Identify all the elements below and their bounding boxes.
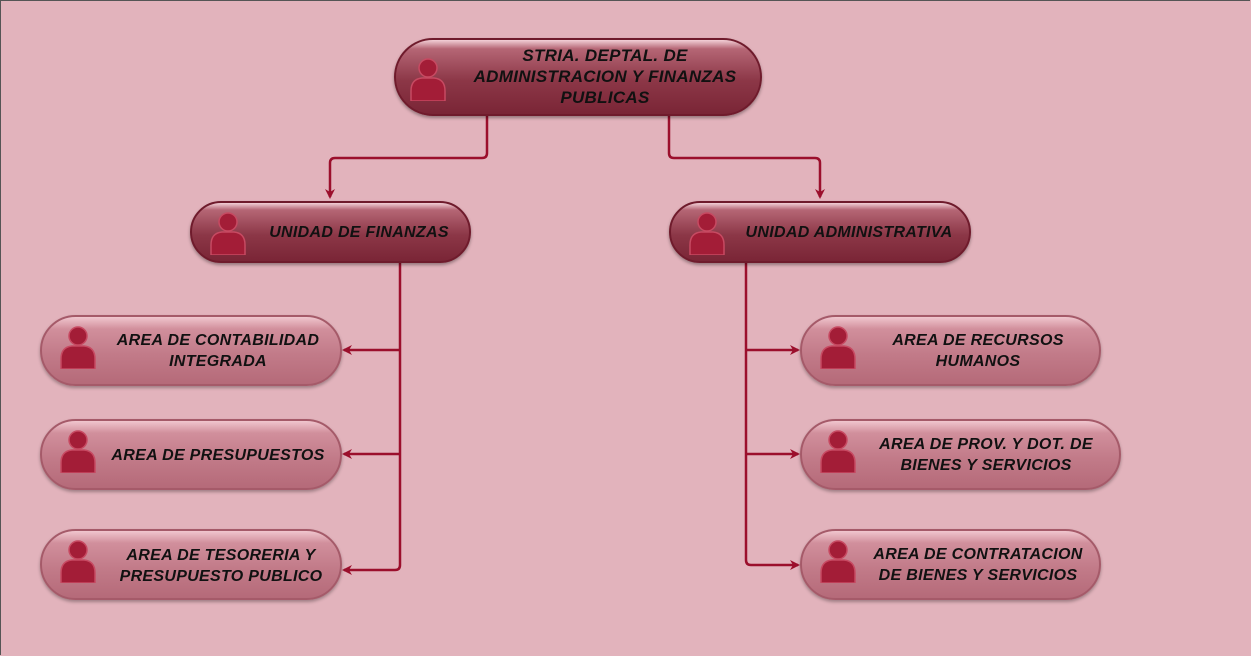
unit-administrativa-label: UNIDAD ADMINISTRATIVA (745, 224, 953, 241)
person-icon (60, 540, 96, 583)
area-recursos-humanos-label: AREA DE RECURSOS HUMANOS (892, 332, 1064, 370)
unit-finanzas-node[interactable]: UNIDAD DE FINANZAS (190, 201, 471, 263)
person-icon (60, 326, 96, 369)
person-icon (820, 430, 856, 473)
area-tesoreria-label: AREA DE TESORERIA Y PRESUPUESTO PUBLICO (119, 547, 323, 585)
area-presupuestos-node[interactable]: AREA DE PRESUPUESTOS (40, 419, 342, 490)
area-contratacion-label: AREA DE CONTRATACION DE BIENES Y SERVICI… (873, 546, 1083, 584)
area-recursos-humanos-node[interactable]: AREA DE RECURSOS HUMANOS (800, 315, 1101, 386)
area-presupuestos-label: AREA DE PRESUPUESTOS (111, 447, 325, 464)
area-contabilidad-node[interactable]: AREA DE CONTABILIDAD INTEGRADA (40, 315, 342, 386)
connector-root-to-finanzas (325, 116, 489, 199)
area-contabilidad-label: AREA DE CONTABILIDAD INTEGRADA (116, 332, 320, 370)
person-icon (820, 326, 856, 369)
person-icon (820, 540, 856, 583)
area-bienes-servicios-label: AREA DE PROV. Y DOT. DE BIENES Y SERVICI… (879, 436, 1093, 474)
connector-admin-trunk (744, 262, 800, 570)
area-tesoreria-node[interactable]: AREA DE TESORERIA Y PRESUPUESTO PUBLICO (40, 529, 342, 600)
connector-root-to-administrativa (667, 116, 825, 199)
person-icon (60, 430, 96, 473)
area-bienes-servicios-node[interactable]: AREA DE PROV. Y DOT. DE BIENES Y SERVICI… (800, 419, 1121, 490)
unit-finanzas-label: UNIDAD DE FINANZAS (269, 224, 449, 241)
person-icon (689, 212, 725, 255)
root-node[interactable]: STRIA. DEPTAL. DE ADMINISTRACION Y FINAN… (394, 38, 762, 116)
connector-finanzas-trunk (342, 262, 402, 575)
person-icon (210, 212, 246, 255)
person-icon (410, 58, 446, 101)
root-label: STRIA. DEPTAL. DE ADMINISTRACION Y FINAN… (473, 46, 737, 107)
unit-administrativa-node[interactable]: UNIDAD ADMINISTRATIVA (669, 201, 971, 263)
area-contratacion-node[interactable]: AREA DE CONTRATACION DE BIENES Y SERVICI… (800, 529, 1101, 600)
